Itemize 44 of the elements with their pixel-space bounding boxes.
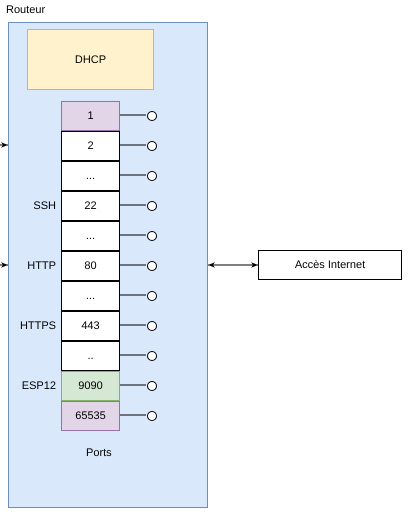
port-endpoint-circle bbox=[147, 261, 157, 271]
port-cell: .. bbox=[61, 341, 120, 371]
port-endpoint-circle bbox=[147, 111, 157, 121]
protocol-label: ESP12 bbox=[22, 380, 56, 392]
panel-heading: Routeur bbox=[6, 4, 46, 16]
port-cell: 65535 bbox=[61, 401, 120, 431]
port-cell: 1 bbox=[61, 101, 120, 131]
port-cell: 9090 bbox=[61, 371, 120, 401]
connector-line bbox=[118, 414, 146, 416]
port-cell: 2 bbox=[61, 131, 120, 161]
port-cell: 80 bbox=[61, 251, 120, 281]
stack-caption: Ports bbox=[86, 447, 112, 459]
connector-line bbox=[118, 294, 146, 296]
arrow bbox=[208, 262, 258, 268]
connector-line bbox=[118, 384, 146, 386]
connector-line bbox=[118, 234, 146, 236]
port-endpoint-circle bbox=[147, 321, 157, 331]
connector-line bbox=[118, 354, 146, 356]
connector-line bbox=[118, 114, 146, 116]
port-cell: ... bbox=[61, 161, 120, 191]
port-endpoint-circle bbox=[147, 141, 157, 151]
port-endpoint-circle bbox=[147, 291, 157, 301]
port-endpoint-circle bbox=[147, 231, 157, 241]
connector-line bbox=[118, 324, 146, 326]
connector-line bbox=[118, 204, 146, 206]
port-endpoint-circle bbox=[147, 201, 157, 211]
port-endpoint-circle bbox=[147, 171, 157, 181]
port-cell: ... bbox=[61, 281, 120, 311]
protocol-label: SSH bbox=[33, 200, 56, 212]
port-cell: 22 bbox=[61, 191, 120, 221]
connector-line bbox=[118, 174, 146, 176]
port-cell: 443 bbox=[61, 311, 120, 341]
port-cell: ... bbox=[61, 221, 120, 251]
process-box: Accès Internet bbox=[258, 250, 402, 280]
protocol-label: HTTP bbox=[27, 260, 56, 272]
port-endpoint-circle bbox=[147, 411, 157, 421]
connector-line bbox=[118, 144, 146, 146]
port-endpoint-circle bbox=[147, 351, 157, 361]
connector-line bbox=[118, 264, 146, 266]
protocol-label: HTTPS bbox=[20, 320, 56, 332]
arrow bbox=[0, 262, 8, 268]
port-endpoint-circle bbox=[147, 381, 157, 391]
arrow bbox=[0, 142, 8, 148]
process-box: DHCP bbox=[27, 29, 154, 90]
